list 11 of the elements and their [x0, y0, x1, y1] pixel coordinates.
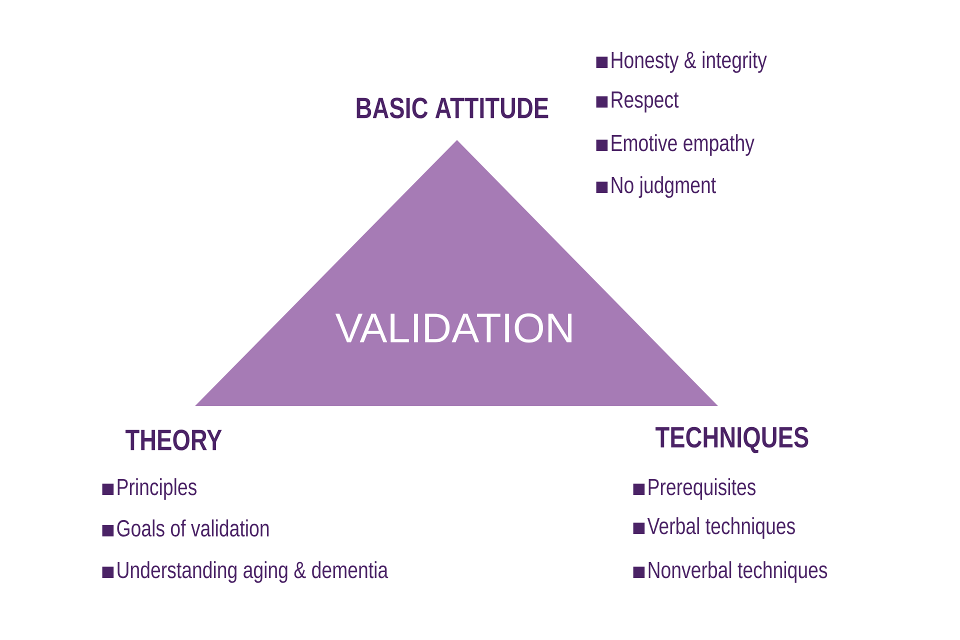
bullet-item: Nonverbal techniques: [633, 561, 828, 583]
bullet-item: No judgment: [596, 176, 716, 198]
bullet-item: Goals of validation: [102, 519, 269, 537]
heading: THEORY: [126, 430, 222, 450]
bullet-item: Prerequisites: [633, 478, 756, 500]
bullet-item: Principles: [102, 478, 196, 500]
bullet-item: Respect: [596, 92, 679, 112]
bullet-item: Honesty & integrity: [596, 51, 767, 73]
bullet-item: Understanding aging & dementia: [102, 561, 388, 583]
heading: TECHNIQUES: [656, 426, 808, 454]
bullet-item: Verbal techniques: [633, 517, 795, 539]
